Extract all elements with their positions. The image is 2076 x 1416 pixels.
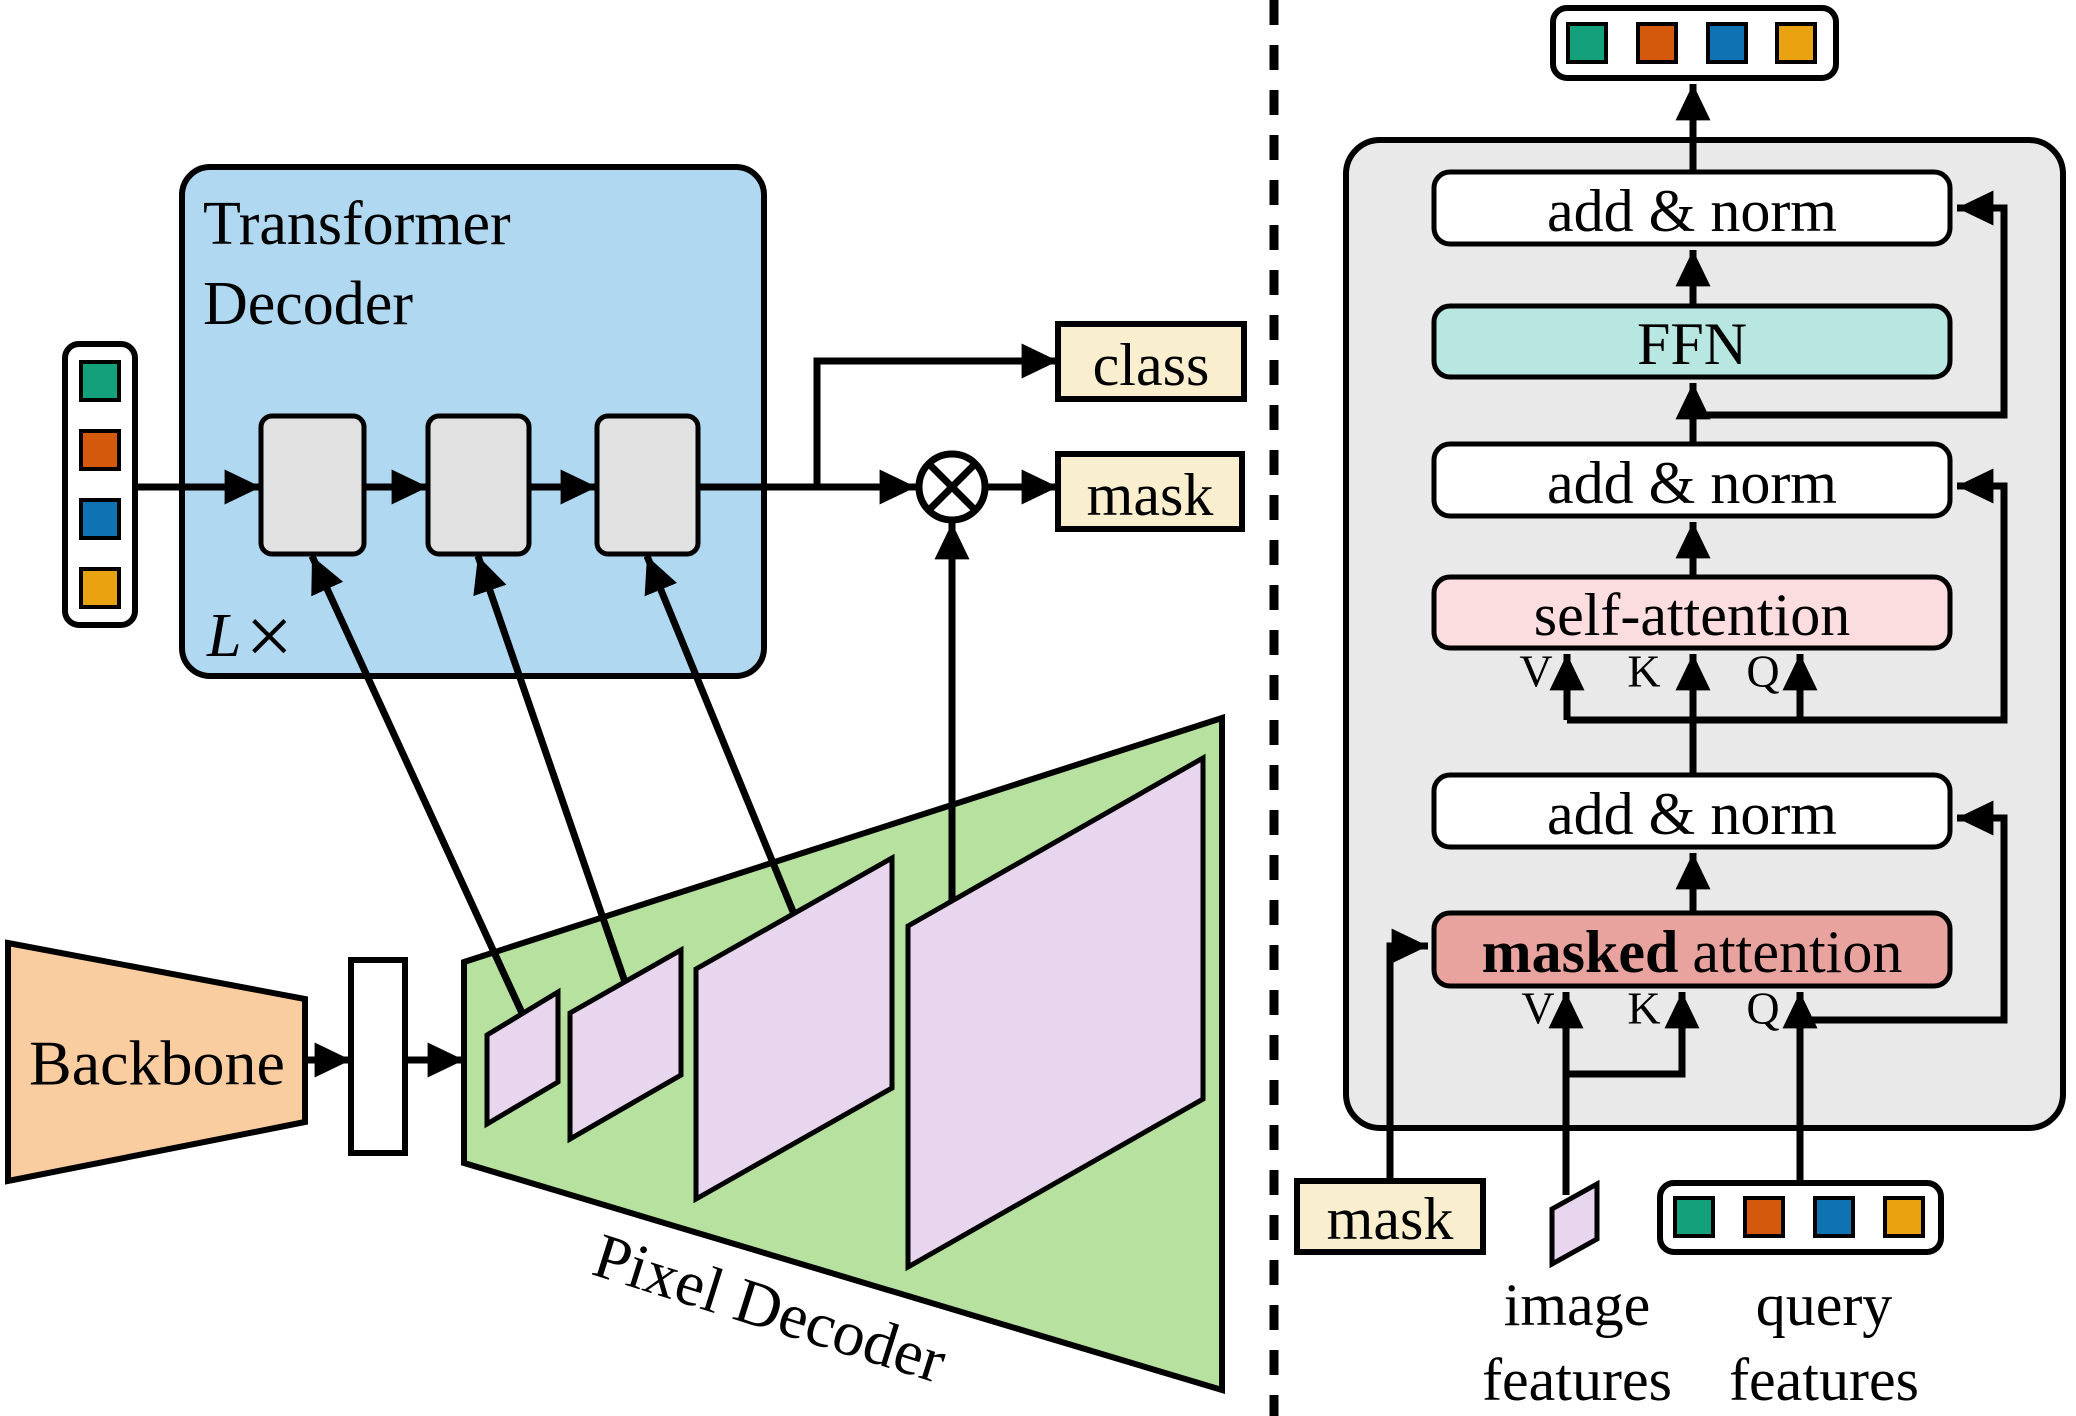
right-connectors (1386, 83, 2008, 1195)
image-features: image features (1482, 1179, 1672, 1413)
masked-attention-query-label: Q (1746, 983, 1779, 1034)
outputs: class mask (1055, 321, 1247, 532)
image-features-label-line2: features (1482, 1347, 1672, 1413)
token-amber (1883, 1196, 1925, 1238)
masked-attention-value-label: V (1521, 983, 1554, 1034)
token-red (1636, 22, 1678, 64)
transformer-decoder-block: Transformer Decoder L× (179, 164, 767, 683)
token-blue (79, 498, 121, 540)
backbone-label: Backbone (29, 1028, 285, 1099)
decoder-layer-block-3 (594, 413, 701, 557)
token-red (79, 429, 121, 471)
token-amber (79, 567, 121, 609)
class-output-box (1055, 321, 1247, 402)
image-features-label-line1: image (1504, 1272, 1651, 1338)
multiply-cross (926, 461, 978, 513)
multiply-icon (915, 450, 989, 524)
query-features-box (1657, 1180, 1944, 1255)
arrow-image-features-to-masked-attention-k (1566, 991, 1700, 1078)
token-blue (1813, 1196, 1855, 1238)
self-attention-label: self-attention (1534, 582, 1851, 648)
feature-map-1 (484, 987, 561, 1129)
arrow-feature1-to-layer1 (308, 554, 526, 1015)
add-norm-label-top: add & norm (1547, 178, 1837, 244)
feature-map-4 (905, 753, 1206, 1272)
skip-connection-to-add-norm-bottom (1800, 800, 2008, 1024)
output-query-tokens-box (1550, 5, 1839, 81)
backbone-feature-rect (348, 957, 408, 1156)
arrow-feature2-to-layer2 (473, 554, 629, 984)
input-query-tokens (62, 341, 138, 628)
backbone-block: Backbone (5, 939, 308, 1185)
token-amber (1775, 22, 1817, 64)
decoder-layer-detail-panel: add & norm FFN add & norm self-attention… (1343, 137, 2066, 1131)
mask-output-label: mask (1087, 462, 1214, 528)
mask-input: mask (1294, 1178, 1486, 1255)
arrow-feature3-to-layer3 (643, 554, 798, 916)
image-features-icon (1549, 1179, 1600, 1269)
mask-input-label: mask (1327, 1186, 1454, 1252)
masked-attention-key-label: K (1627, 983, 1660, 1034)
query-features-label-line1: query (1756, 1272, 1893, 1338)
self-attention-query-label: Q (1746, 646, 1779, 697)
skip-connection-to-add-norm-top (1693, 190, 2008, 419)
feature-map-3 (693, 853, 895, 1204)
self-attention-value-label: V (1519, 646, 1552, 697)
query-features: query features (1657, 1180, 1944, 1413)
mask-output-box (1055, 451, 1245, 532)
mask-input-box (1294, 1178, 1486, 1255)
arrow-to-class (813, 343, 1059, 487)
decoder-layer-block-2 (425, 413, 532, 557)
token-green (79, 360, 121, 402)
backbone-trapezoid (5, 939, 308, 1185)
token-red (1743, 1196, 1785, 1238)
output-query-tokens (1550, 5, 1839, 81)
query-features-label-line2: features (1729, 1347, 1919, 1413)
token-green (1673, 1196, 1715, 1238)
left-connectors (135, 343, 1059, 1078)
transformer-decoder-title-line1: Transformer (203, 190, 511, 258)
token-blue (1706, 22, 1748, 64)
self-attention-key-label: K (1627, 646, 1660, 697)
arrow-mask-to-masked-attention (1386, 928, 1429, 1181)
skip-connection-to-add-norm-middle (1567, 468, 2008, 724)
feature-map-2 (567, 945, 684, 1144)
ffn-label: FFN (1637, 311, 1747, 377)
add-norm-label-bottom: add & norm (1547, 781, 1837, 847)
token-green (1566, 22, 1608, 64)
transformer-decoder-title-line2: Decoder (203, 270, 413, 338)
repeat-l-times-label: L× (206, 590, 293, 683)
class-output-label: class (1093, 332, 1210, 398)
add-norm-label-middle: add & norm (1547, 450, 1837, 516)
decoder-layer-block-1 (258, 413, 367, 557)
pixel-decoder-block: Pixel Decoder (461, 713, 1225, 1397)
